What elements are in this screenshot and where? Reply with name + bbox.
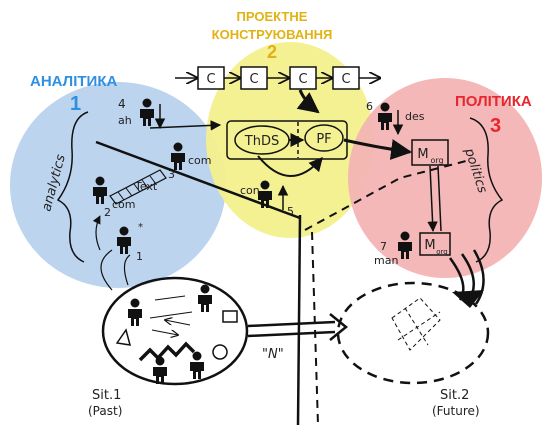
analytics-up-arrow xyxy=(149,120,222,131)
text-label: Text xyxy=(134,180,158,193)
analytics-number: 1 xyxy=(70,93,81,115)
sit1-actor-d xyxy=(190,351,204,379)
n-arrowhead xyxy=(329,313,348,341)
actor-com-2-label: com xyxy=(112,198,136,211)
m-org-1-label: M xyxy=(417,147,428,162)
chain-box-3-label: C xyxy=(298,72,307,87)
sit1-actor-a xyxy=(128,298,142,326)
actor-com-2-number: 2 xyxy=(104,206,111,219)
analytics-to-design-line xyxy=(95,140,301,220)
actor-des-label: des xyxy=(405,110,425,123)
n-arrow xyxy=(247,320,336,338)
politics-number: 3 xyxy=(490,115,501,137)
sit1-actor-b xyxy=(198,284,212,312)
analytics-brace xyxy=(56,111,89,263)
actor-man-number: 7 xyxy=(380,240,387,253)
design-title-line1: ПРОЕКТНЕ xyxy=(237,9,308,24)
sit1-to-actor1-curve xyxy=(100,249,131,291)
chain-box-4-label: C xyxy=(341,72,350,87)
morg-down-arrow-2 xyxy=(437,165,442,232)
actor-con-label: con xyxy=(240,184,260,197)
past-future-divider xyxy=(296,214,302,425)
design-number: 2 xyxy=(267,42,277,62)
design-cycle-arrow xyxy=(257,155,323,177)
future-dashed-vertical xyxy=(311,231,319,425)
pf-ellipse xyxy=(304,124,344,152)
sit2-circle xyxy=(336,281,490,385)
sit1-circle-shape xyxy=(212,344,228,360)
sit1-triangle xyxy=(115,328,132,346)
actor-1-star: * xyxy=(138,222,143,233)
n-label: "N" xyxy=(262,347,284,362)
sit2-dashed-figure xyxy=(391,297,441,351)
m-org-2-label: M xyxy=(424,238,435,253)
thds-label: ThDS xyxy=(244,134,279,149)
actor-com-3-label: com xyxy=(188,154,212,167)
chain-box-2-label: C xyxy=(249,72,258,87)
sit2-label: Sit.2 xyxy=(440,388,469,403)
actor1-to-com2-arrow xyxy=(92,215,101,251)
actor-1-number: 1 xyxy=(136,250,143,263)
politics-title: ПОЛІТИКА xyxy=(455,93,532,110)
actor-ah-label: ah xyxy=(118,114,132,127)
sit1-arrows xyxy=(149,295,193,335)
chain xyxy=(175,66,380,90)
sit1-label: Sit.1 xyxy=(92,388,121,403)
m-org-1-sub: org xyxy=(430,156,443,165)
sit1-sublabel: (Past) xyxy=(88,404,122,418)
politics-brace xyxy=(469,117,504,263)
pf-label: PF xyxy=(316,132,331,147)
sit1-circle xyxy=(101,276,249,386)
actor-ah-number: 4 xyxy=(118,97,126,111)
morg-down-arrow xyxy=(427,165,438,233)
chain-box-1-label: C xyxy=(206,72,215,87)
future-dashed-boundary xyxy=(304,159,471,231)
sit1-square xyxy=(222,310,238,323)
m-org-2-sub: org xyxy=(436,248,447,256)
sit1-actor-c xyxy=(153,356,167,384)
sit2-sublabel: (Future) xyxy=(432,404,480,418)
m-org-box-2 xyxy=(419,232,451,256)
analytics-ellipse xyxy=(10,82,226,288)
actor-con-number: 5 xyxy=(287,205,294,218)
pf-to-morg-arrow xyxy=(343,138,413,160)
actor-man-label: man xyxy=(374,254,398,267)
text-hatch-lines xyxy=(117,175,157,201)
actor-com-3-number: 3 xyxy=(168,168,175,181)
design-title-line2: КОНСТРУЮВАННЯ xyxy=(212,27,333,42)
sit1-zigzag xyxy=(138,341,196,362)
chain-to-pf-arrow xyxy=(296,89,320,114)
sit1-arrows-back xyxy=(165,320,191,326)
actor-des-number: 6 xyxy=(366,100,373,113)
text-hatch xyxy=(109,169,167,205)
analytics-title: АНАЛІТИКА xyxy=(30,73,117,90)
